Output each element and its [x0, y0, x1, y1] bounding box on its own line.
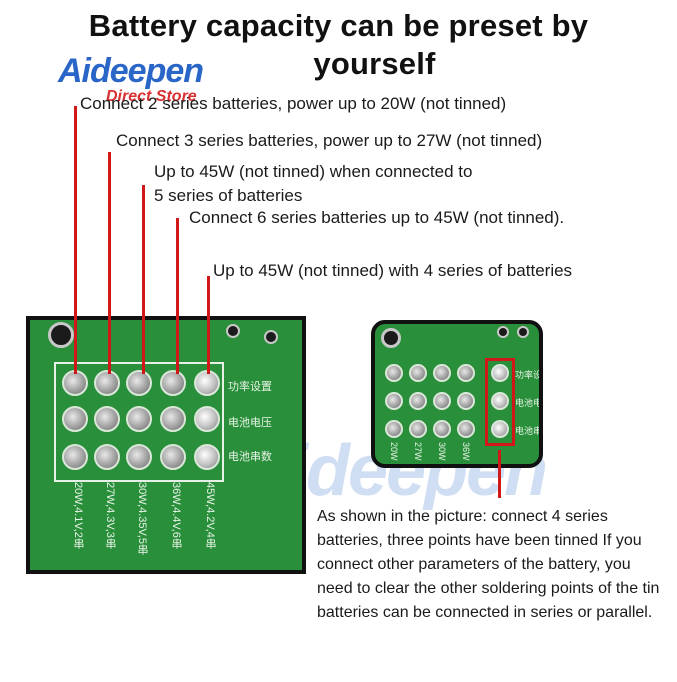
solder-pad [94, 444, 120, 470]
mounting-hole [381, 328, 401, 348]
column-label-5s: 30W [437, 442, 447, 461]
description-text: As shown in the picture: connect 4 serie… [317, 508, 660, 621]
tinned-pad [491, 392, 509, 410]
title-line-1: Battery capacity can be preset by [88, 8, 589, 43]
solder-pad [385, 392, 403, 410]
column-label-4s: 45W,4.2V,4串 [204, 482, 216, 549]
solder-pad [126, 406, 152, 432]
row-label-series: 电池串 [515, 426, 543, 436]
solder-pad [126, 444, 152, 470]
column-label-2s: 20W,4.1V,2串 [72, 482, 84, 549]
logo-text: Aideepen [58, 52, 204, 90]
solder-pad [126, 370, 152, 396]
label-5-series-line2: 5 series of batteries [154, 186, 303, 205]
mounting-hole [48, 322, 74, 348]
row-label-series: 电池串数 [228, 451, 272, 463]
logo-subtext: Direct Store [106, 88, 197, 105]
solder-pad [457, 420, 475, 438]
label-6-series: Connect 6 series batteries up to 45W (no… [189, 208, 565, 227]
tinned-pad [491, 420, 509, 438]
solder-pad [62, 444, 88, 470]
solder-pad [62, 406, 88, 432]
column-label-6s: 36W [461, 442, 471, 461]
pcb-board-right: 功率设 电池电 电池串 20W 27W 30W 36W [371, 320, 543, 468]
pad-grid [54, 362, 224, 482]
via-hole [264, 330, 278, 344]
solder-pad [409, 420, 427, 438]
pointer-line-6s [176, 218, 179, 374]
row-label-power: 功率设置 [228, 381, 272, 393]
row-label-power: 功率设 [515, 370, 543, 380]
label-4-series: Up to 45W (not tinned) with 4 series of … [213, 261, 573, 280]
solder-pad [94, 370, 120, 396]
column-label-3s: 27W,4.3V,3串 [104, 482, 116, 549]
via-hole [517, 326, 529, 338]
label-3-series: Connect 3 series batteries, power up to … [116, 131, 543, 150]
solder-pad [94, 406, 120, 432]
solder-pad [62, 370, 88, 396]
row-label-voltage: 电池电压 [228, 417, 272, 429]
column-label-3s: 27W [413, 442, 423, 461]
solder-pad [385, 364, 403, 382]
solder-pad [433, 392, 451, 410]
pointer-line-description [498, 450, 501, 498]
via-hole [497, 326, 509, 338]
solder-pad [457, 392, 475, 410]
label-5-series-line1: Up to 45W (not tinned) when connected to [154, 162, 473, 181]
title-line-2: yourself [313, 46, 436, 81]
solder-pad [160, 370, 186, 396]
solder-pad [433, 420, 451, 438]
tinned-pad [194, 406, 220, 432]
tinned-pad [491, 364, 509, 382]
pointer-line-2s [74, 106, 77, 374]
pointer-line-5s [142, 185, 145, 374]
tinned-points-highlight [485, 358, 515, 446]
solder-pad [409, 364, 427, 382]
pointer-line-4s [207, 276, 210, 374]
row-label-voltage: 电池电 [515, 398, 543, 408]
pcb-board-left: 功率设置 电池电压 电池串数 20W,4.1V,2串 27W,4.3V,3串 3… [26, 316, 306, 574]
solder-pad [160, 406, 186, 432]
solder-pad [160, 444, 186, 470]
tinned-pad [194, 444, 220, 470]
solder-pad [409, 392, 427, 410]
solder-pad [385, 420, 403, 438]
solder-pad [433, 364, 451, 382]
pointer-line-3s [108, 152, 111, 374]
column-label-6s: 36W,4.4V,6串 [170, 482, 182, 549]
label-2-series: Connect 2 series batteries, power up to … [80, 94, 507, 113]
column-label-2s: 20W [389, 442, 399, 461]
solder-pad [457, 364, 475, 382]
brand-logo: Aideepen Direct Store [58, 52, 204, 105]
via-hole [226, 324, 240, 338]
column-label-5s: 30W,4.35V,5串 [136, 482, 148, 555]
